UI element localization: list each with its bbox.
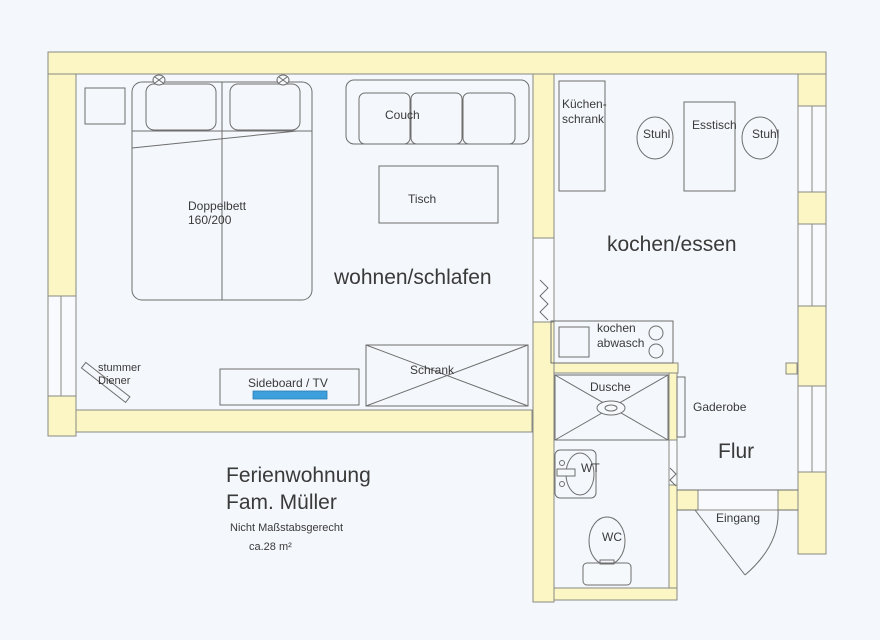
title-block: Ferienwohnung Fam. Müller Nicht Maßstabs… — [226, 464, 371, 553]
chair-left — [636, 116, 674, 160]
wall-right-1 — [797, 73, 827, 107]
bed-size: 160/200 — [188, 213, 232, 227]
valet-stand — [80, 361, 131, 404]
wall-middle-lower — [532, 321, 555, 603]
kitchen-cabinet-label-1: Küchen- — [562, 97, 607, 111]
table-label: Tisch — [408, 192, 436, 206]
wall-middle-upper — [532, 73, 555, 239]
tv-icon — [252, 390, 328, 400]
room-label-hall: Flur — [718, 440, 754, 463]
wall-left-upper — [47, 73, 77, 297]
washbasin-label: WT — [581, 461, 600, 475]
sideboard — [219, 368, 360, 406]
wall-entrance-right — [777, 489, 799, 511]
doorway-bath — [668, 439, 678, 486]
valet-label-2: Diener — [98, 375, 131, 387]
coffee-table — [378, 165, 499, 224]
stove-burner-icon — [648, 325, 664, 341]
doorway-living-kitchen — [532, 237, 555, 323]
couch-label: Couch — [385, 108, 420, 122]
coat-rack-label: Gaderobe — [693, 400, 747, 414]
wall-bottom-living — [75, 409, 533, 433]
kitchen-cabinet — [558, 80, 606, 192]
wall-pillar — [785, 362, 798, 375]
nightstand — [84, 87, 126, 125]
plan-title-2: Fam. Müller — [226, 491, 337, 514]
kitchen-counter — [550, 320, 674, 364]
stove-burner-icon — [648, 343, 664, 359]
wall-right-4 — [797, 471, 827, 555]
room-label-living: wohnen/schlafen — [333, 266, 492, 289]
toilet-label: WC — [602, 530, 622, 544]
chair-right-label: Stuhl — [752, 127, 779, 141]
bed-label: Doppelbett — [188, 199, 247, 213]
dining-table-label: Esstisch — [692, 118, 737, 132]
wall-left-lower — [47, 395, 77, 437]
wall-right-3 — [797, 305, 827, 387]
lamp-icon — [276, 74, 290, 86]
lamp-icon — [152, 74, 166, 86]
living-room: Doppelbett 160/200 Couch Tisch wohnen/sc… — [80, 74, 530, 407]
entrance-label: Eingang — [716, 511, 760, 525]
pillow-right — [229, 83, 301, 131]
wall-kitchen-bath — [553, 362, 679, 374]
blanket-fold — [131, 130, 298, 149]
entrance-door-icon[interactable] — [694, 509, 779, 576]
window-left — [47, 295, 77, 397]
kitchen: Küchen- schrank Stuhl Esstisch Stuhl koc… — [550, 80, 779, 364]
chair-left-label: Stuhl — [643, 127, 670, 141]
washbasin — [554, 449, 597, 499]
couch — [345, 79, 530, 145]
wall-entrance-left — [676, 489, 699, 511]
plan-title-1: Ferienwohnung — [226, 464, 371, 487]
wardrobe — [365, 344, 529, 407]
sideboard-label: Sideboard / TV — [248, 376, 328, 390]
walls — [47, 51, 827, 603]
room-label-kitchen: kochen/essen — [607, 233, 737, 256]
pillow-left — [145, 83, 217, 131]
shower-label: Dusche — [590, 380, 631, 394]
hall: Gaderobe Flur Eingang — [676, 376, 798, 576]
scale-note: Nicht Maßstabsgerecht — [230, 522, 343, 534]
shower-drain-icon — [596, 400, 626, 416]
chair-right — [741, 116, 779, 160]
folding-door-bath-icon — [669, 467, 677, 487]
dining-table — [683, 101, 736, 192]
wall-bath-bottom — [553, 587, 678, 601]
toilet — [582, 516, 632, 586]
sink-basin — [558, 326, 590, 358]
wall-right-2 — [797, 191, 827, 225]
wardrobe-label: Schrank — [410, 363, 455, 377]
wall-top — [47, 51, 827, 75]
folding-door-icon — [539, 279, 549, 321]
bathroom: Dusche WT WC — [554, 374, 669, 586]
coat-rack — [676, 376, 686, 438]
area-label: ca.28 m² — [249, 541, 292, 553]
entrance-opening — [697, 489, 779, 511]
kitchen-cabinet-label-2: schrank — [562, 112, 605, 126]
stove-label-2: abwasch — [597, 336, 644, 350]
shower — [554, 374, 669, 441]
stove-label-1: kochen — [597, 321, 636, 335]
valet-label-1: stummer — [98, 362, 141, 374]
